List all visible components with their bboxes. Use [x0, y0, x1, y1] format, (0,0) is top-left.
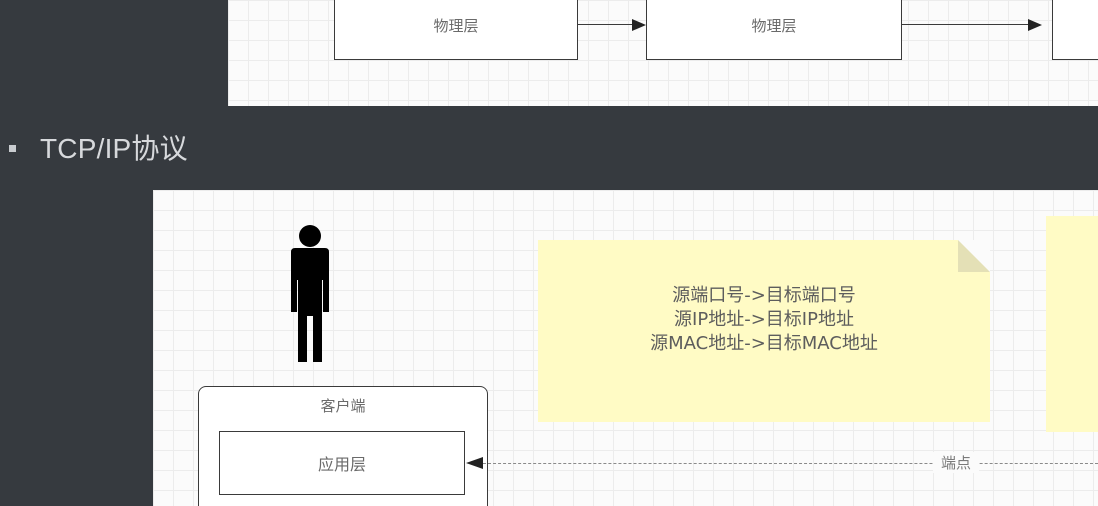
address-note-right — [1046, 216, 1098, 432]
bullet-item: TCP/IP协议 — [0, 124, 400, 176]
physical-layer-label-left: 物理层 — [433, 16, 479, 35]
physical-layer-label-middle: 物理层 — [751, 16, 797, 35]
connector-label: 端点 — [933, 452, 980, 473]
dashed-arrow-head-icon — [466, 457, 483, 469]
physical-layer-box-left: 物理层 — [334, 0, 578, 60]
arrow-left-to-middle — [578, 24, 634, 25]
arrow-middle-to-right — [902, 24, 1030, 25]
address-note: 源端口号->目标端口号 源IP地址->目标IP地址 源MAC地址->目标MAC地… — [538, 240, 990, 422]
dashed-connector — [483, 463, 1098, 464]
note-text: 源端口号->目标端口号 源IP地址->目标IP地址 源MAC地址->目标MAC地… — [538, 284, 990, 356]
client-label: 客户端 — [320, 397, 366, 415]
physical-layer-box-middle: 物理层 — [646, 0, 902, 60]
bullet-square-icon — [9, 145, 16, 152]
arrow-head-icon — [1028, 19, 1042, 31]
note-line-ip: 源IP地址->目标IP地址 — [674, 309, 854, 330]
arrow-head-icon — [632, 19, 646, 31]
bullet-text: TCP/IP协议 — [40, 133, 188, 164]
application-layer-label: 应用层 — [317, 455, 366, 474]
note-line-mac: 源MAC地址->目标MAC地址 — [650, 333, 878, 354]
note-line-port: 源端口号->目标端口号 — [672, 285, 856, 306]
client-box: 客户端 应用层 — [198, 386, 488, 506]
note-fold-corner — [958, 240, 990, 272]
application-layer-box: 应用层 — [219, 431, 465, 495]
osi-diagram-image: 物理层 物理层 — [228, 0, 1098, 106]
person-icon — [291, 225, 329, 362]
physical-layer-box-right — [1052, 0, 1098, 60]
tcpip-diagram-image: 源端口号->目标端口号 源IP地址->目标IP地址 源MAC地址->目标MAC地… — [153, 190, 1098, 506]
